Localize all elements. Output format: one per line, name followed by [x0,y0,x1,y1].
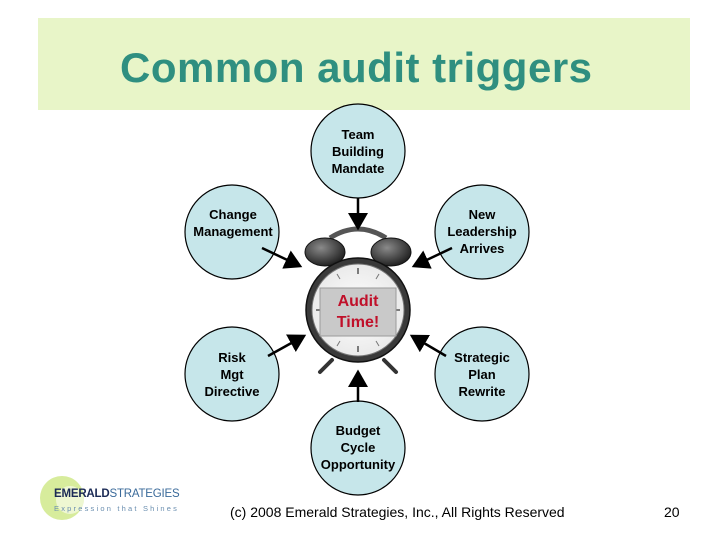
node-change-label: Change Management [193,207,273,239]
node-budget-label: Budget Cycle Opportunity [320,423,396,472]
title-band [38,18,690,110]
node-leadership-label: New Leadership Arrives [447,207,517,256]
node-strategic-label: Strategic Plan Rewrite [454,350,510,399]
arrow-leadership [411,246,453,269]
arrow-strategic [409,334,447,358]
copyright-footer: (c) 2008 Emerald Strategies, Inc., All R… [230,504,565,520]
emerald-strategies-logo: EMERALDSTRATEGIES Expression that Shines [38,478,180,522]
node-leadership [434,184,530,280]
audit-time-label: Audit Time! [336,293,380,331]
logo-tagline: Expression that Shines [54,504,180,513]
node-risk [184,326,280,422]
emerald-logo-icon [40,476,84,520]
node-change [184,184,280,280]
arrow-change [261,246,303,269]
alarm-clock-icon [304,226,412,374]
node-strategic [434,326,530,422]
node-risk-label: Risk Mgt Directive [204,350,260,399]
arrow-risk [267,334,307,358]
logo-wordmark: EMERALDSTRATEGIES [54,488,180,500]
page-number: 20 [664,504,680,520]
slide-title: Common audit triggers [120,44,593,91]
node-team-label: Team Building Mandate [331,127,385,176]
